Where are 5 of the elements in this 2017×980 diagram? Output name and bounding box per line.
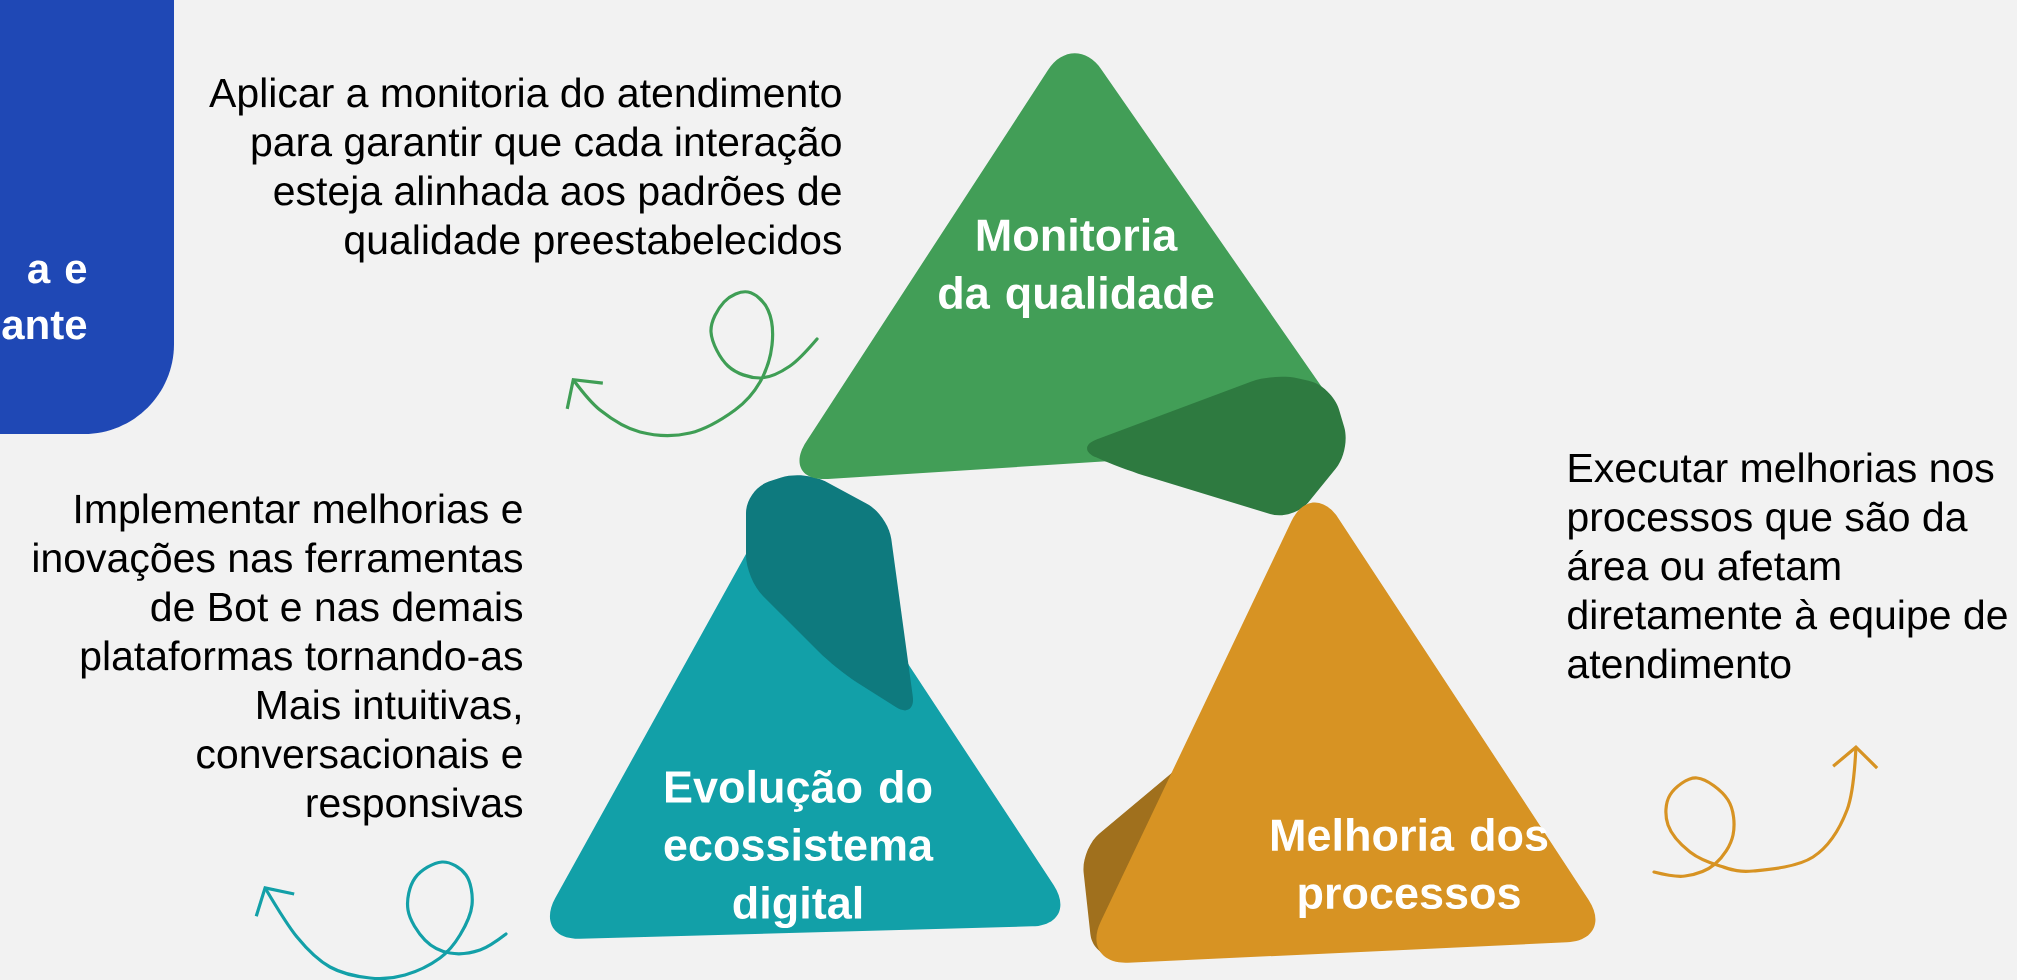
rounded-box: a e ante: [0, 0, 174, 434]
curly-arrow: [254, 860, 508, 980]
description-text: Implementar melhorias e inovações nas ferramentas de Bot e nas demais plataformas tornando-as Mais intuitivas, conversacionais e responsivas: [34, 493, 523, 826]
curly-arrow: [1652, 745, 1879, 878]
curly-arrow: [565, 290, 819, 437]
